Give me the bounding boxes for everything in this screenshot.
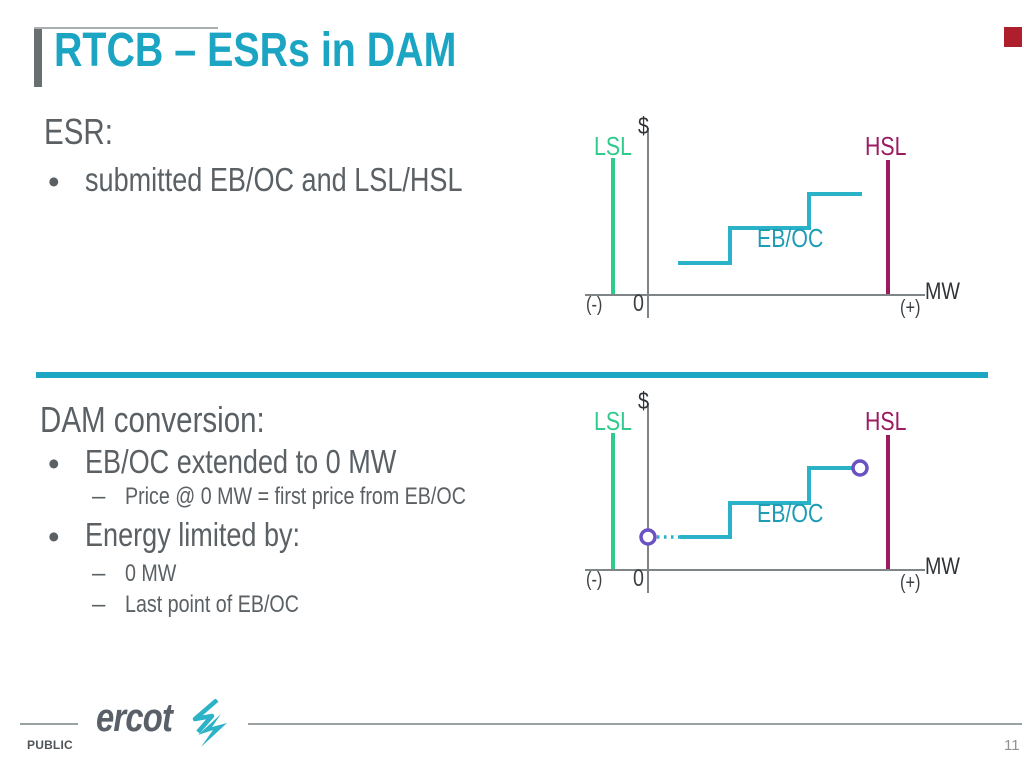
eboc-label: EB/OC — [757, 223, 824, 253]
public-classification-label: PUBLIC — [27, 738, 73, 752]
dam-bullet-extended: EB/OC extended to 0 MW — [85, 443, 397, 480]
chart-submitted-eboc: $ LSL HSL EB/OC MW (-) 0 (+) — [580, 110, 980, 325]
positive-region-label: (+) — [900, 572, 921, 594]
footer-divider-line-left — [20, 723, 78, 725]
eboc-step-line — [680, 466, 852, 539]
price-axis-label: $ — [638, 113, 649, 140]
price-axis-line — [647, 403, 649, 593]
negative-region-label: (-) — [586, 294, 603, 316]
title-accent-line — [34, 27, 218, 29]
dam-sub-bullet-lastpoint: Last point of EB/OC — [125, 591, 299, 618]
chart-dam-converted-eboc: $ LSL HSL EB/OC MW (-) 0 (+) — [580, 385, 980, 600]
sub-bullet-marker: – — [92, 591, 106, 618]
lightning-bolt-icon — [192, 699, 227, 747]
price-axis-line — [647, 128, 649, 318]
hsl-line — [886, 160, 890, 294]
esr-bullet-submitted: submitted EB/OC and LSL/HSL — [85, 161, 463, 198]
lsl-label: LSL — [594, 406, 632, 436]
sub-bullet-marker: – — [92, 483, 106, 510]
footer-divider-line-right — [248, 723, 1022, 725]
mw-axis-label: MW — [925, 553, 960, 580]
eboc-label: EB/OC — [757, 498, 824, 528]
bullet-marker: • — [48, 163, 60, 200]
title-accent-bar — [34, 27, 42, 87]
dam-bullet-energy: Energy limited by: — [85, 516, 301, 553]
dam-sub-bullet-0mw: 0 MW — [125, 560, 177, 587]
sub-bullet-marker: – — [92, 560, 106, 587]
page-number: 11 — [1004, 737, 1020, 754]
ercot-logo-wordmark: ercot — [96, 696, 173, 740]
red-corner-box — [1004, 27, 1022, 47]
bullet-marker: • — [48, 445, 60, 482]
section-divider — [36, 372, 988, 378]
dam-section-heading: DAM conversion: — [40, 399, 265, 440]
negative-region-label: (-) — [586, 569, 603, 591]
hsl-label: HSL — [865, 131, 907, 161]
dam-sub-bullet-price: Price @ 0 MW = first price from EB/OC — [125, 483, 466, 510]
hsl-label: HSL — [865, 406, 907, 436]
bullet-marker: • — [48, 518, 60, 555]
zero-label: 0 — [633, 565, 644, 592]
eboc-step-curve-extended — [639, 459, 869, 546]
mw-axis-line — [585, 569, 925, 571]
lsl-line — [611, 433, 615, 569]
positive-region-label: (+) — [900, 297, 921, 319]
eboc-step-line — [678, 192, 862, 265]
esr-section-heading: ESR: — [44, 111, 113, 152]
price-axis-label: $ — [638, 388, 649, 415]
page-title-text: RTCB – ESRs in DAM — [54, 24, 457, 77]
extension-point-circle-last — [851, 459, 869, 477]
zero-label: 0 — [633, 290, 644, 317]
mw-axis-label: MW — [925, 278, 960, 305]
mw-axis-line — [585, 294, 925, 296]
hsl-line — [886, 435, 890, 569]
extension-point-circle-zero — [639, 528, 657, 546]
lsl-line — [611, 158, 615, 294]
page-title: RTCB – ESRs in DAM — [54, 27, 545, 75]
eboc-step-curve — [678, 192, 862, 265]
lsl-label: LSL — [594, 131, 632, 161]
